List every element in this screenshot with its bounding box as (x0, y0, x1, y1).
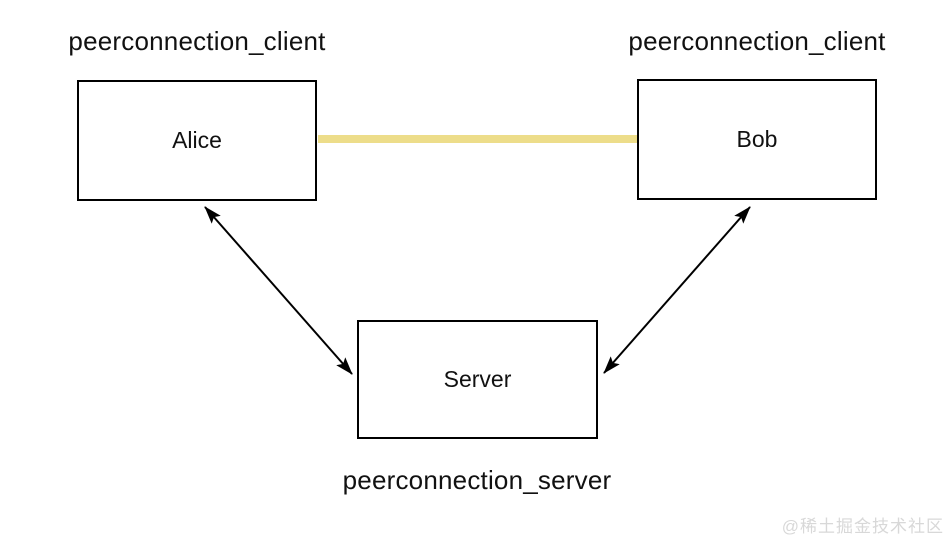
node-server-label: Server (443, 366, 512, 392)
node-alice: Alice (77, 80, 317, 201)
bob-server-arrow (603, 206, 751, 374)
node-server: Server (357, 320, 598, 439)
alice-server-arrow (204, 206, 353, 375)
node-bob-label: Bob (736, 126, 778, 152)
title-peerconnection-client-left: peerconnection_client (68, 26, 326, 56)
title-peerconnection-client-right: peerconnection_client (628, 26, 886, 56)
watermark-text: @稀土掘金技术社区 (781, 517, 944, 536)
node-alice-label: Alice (172, 127, 222, 153)
caption-peerconnection-server: peerconnection_server (342, 465, 612, 495)
node-bob: Bob (637, 79, 877, 200)
